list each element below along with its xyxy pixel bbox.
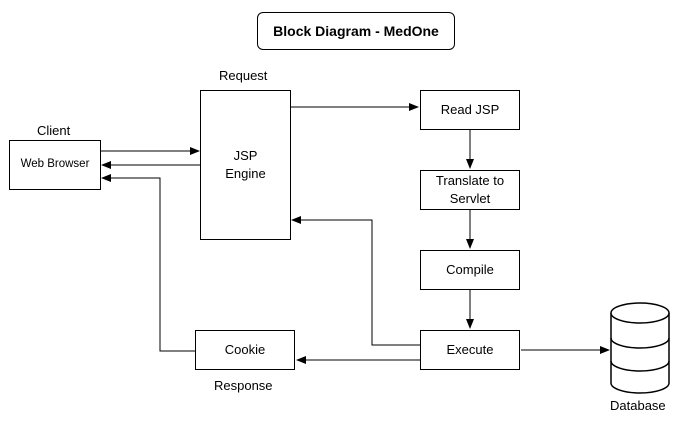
read-jsp-text: Read JSP: [440, 102, 500, 118]
read-jsp-node: Read JSP: [420, 90, 520, 130]
arrow-cookie-to-browser: [101, 174, 195, 352]
response-label: Response: [214, 378, 273, 393]
execute-node: Execute: [420, 330, 520, 370]
request-label: Request: [219, 68, 268, 83]
execute-text: Execute: [446, 342, 494, 358]
database-label: Database: [610, 398, 666, 413]
web-browser-node: Web Browser: [9, 140, 101, 190]
web-browser-text: Web Browser: [20, 158, 90, 171]
database-icon: [610, 302, 670, 394]
cookie-text: Cookie: [224, 342, 266, 358]
jsp-engine-node: JSP Engine: [200, 90, 291, 240]
diagram-title: Block Diagram - MedOne: [257, 12, 455, 50]
compile-text: Compile: [446, 262, 494, 278]
jsp-engine-text-line2: Engine: [225, 166, 266, 181]
cookie-node: Cookie: [195, 330, 295, 370]
arrow-execute-to-engine: [291, 216, 420, 346]
translate-text-line1: Translate to: [435, 173, 505, 189]
translate-servlet-node: Translate to Servlet: [420, 170, 520, 210]
client-label: Client: [37, 123, 71, 138]
compile-node: Compile: [420, 250, 520, 290]
translate-text-line2: Servlet: [449, 191, 491, 206]
jsp-engine-text-line1: JSP: [233, 148, 258, 164]
